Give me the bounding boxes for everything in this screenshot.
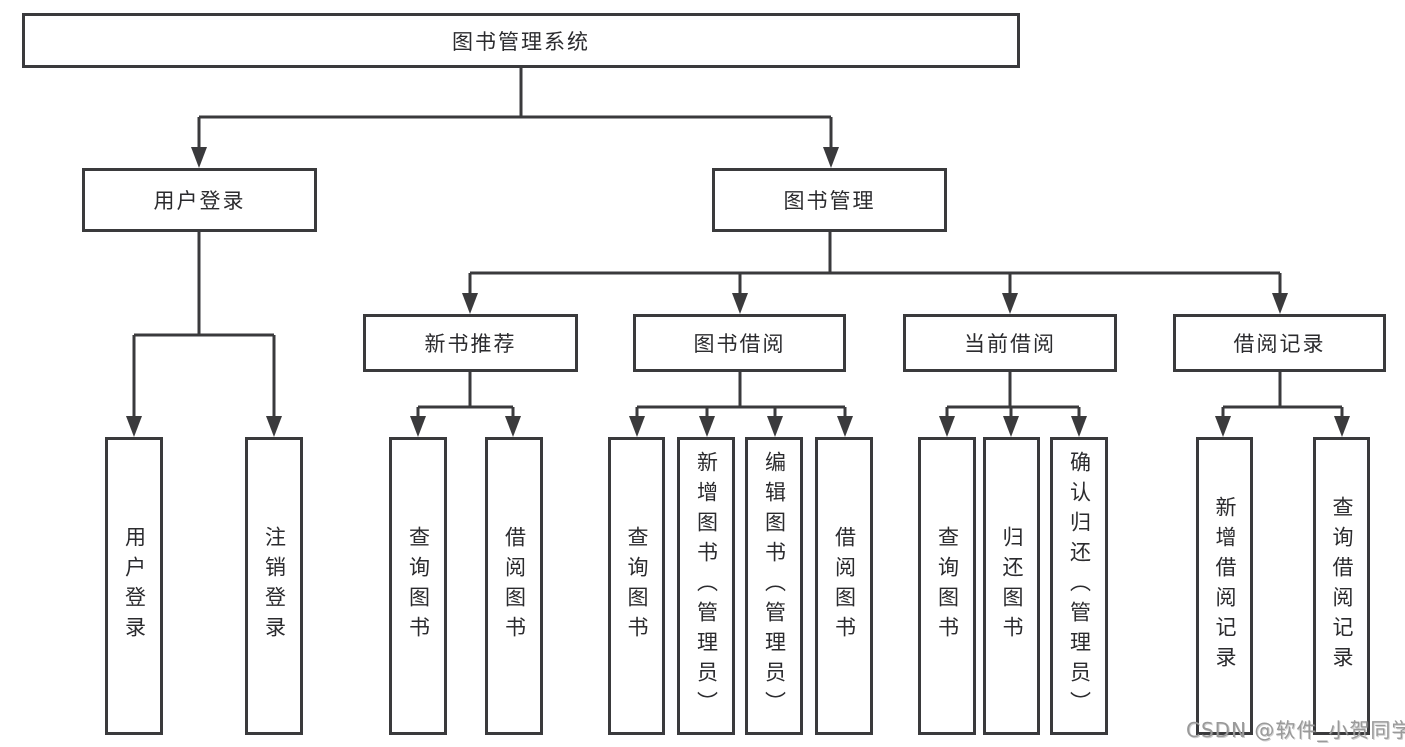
leaf-query-books-recommend: 查询图书 [389,437,447,735]
leaf-query-books-borrowing: 查询图书 [608,437,665,735]
leaf-logout: 注销登录 [245,437,303,735]
leaf-query-borrow-record-label: 查询借阅记录 [1330,496,1354,676]
csdn-watermark: CSDN @软件_小贺同学 [1186,718,1405,742]
node-book-management-label: 图书管理 [783,189,876,213]
node-book-management: 图书管理 [712,168,947,232]
node-current-borrowing-label: 当前借阅 [964,332,1056,356]
leaf-edit-books-admin: 编辑图书（管理员） [745,437,803,735]
arrowhead-icons [126,147,1350,437]
leaf-query-books-current: 查询图书 [918,437,976,735]
leaf-confirm-return-admin: 确认归还（管理员） [1050,437,1108,735]
node-user-login: 用户登录 [82,168,317,232]
node-book-borrowing-label: 图书借阅 [693,332,786,356]
leaf-borrow-books-label: 借阅图书 [832,526,857,646]
node-current-borrowing: 当前借阅 [903,314,1117,372]
leaf-add-books-admin-label: 新增图书（管理员） [694,451,719,721]
leaf-borrow-books-recommend-label: 借阅图书 [502,526,527,646]
node-book-borrowing: 图书借阅 [633,314,846,372]
leaf-user-login: 用户登录 [105,437,163,735]
node-new-book-recommendation: 新书推荐 [363,314,578,372]
node-borrowing-records: 借阅记录 [1173,314,1386,372]
leaf-query-books-recommend-label: 查询图书 [406,526,431,646]
leaf-return-books-label: 归还图书 [1000,526,1024,646]
leaf-user-login-label: 用户登录 [122,526,147,646]
node-borrowing-records-label: 借阅记录 [1233,332,1326,356]
leaf-borrow-books: 借阅图书 [815,437,873,735]
node-new-book-recommendation-label: 新书推荐 [424,332,517,356]
leaf-logout-label: 注销登录 [262,526,287,646]
node-root-label: 图书管理系统 [452,29,590,54]
node-user-login-label: 用户登录 [153,189,246,213]
leaf-confirm-return-admin-label: 确认归还（管理员） [1067,451,1092,721]
leaf-query-borrow-record: 查询借阅记录 [1313,437,1370,735]
leaf-add-borrow-record: 新增借阅记录 [1196,437,1253,735]
leaf-return-books: 归还图书 [983,437,1040,735]
leaf-edit-books-admin-label: 编辑图书（管理员） [762,451,787,721]
leaf-query-books-current-label: 查询图书 [935,526,960,646]
node-root: 图书管理系统 [22,13,1020,68]
leaf-add-borrow-record-label: 新增借阅记录 [1213,496,1237,676]
leaf-borrow-books-recommend: 借阅图书 [485,437,543,735]
leaf-query-books-borrowing-label: 查询图书 [625,526,649,646]
leaf-add-books-admin: 新增图书（管理员） [677,437,735,735]
